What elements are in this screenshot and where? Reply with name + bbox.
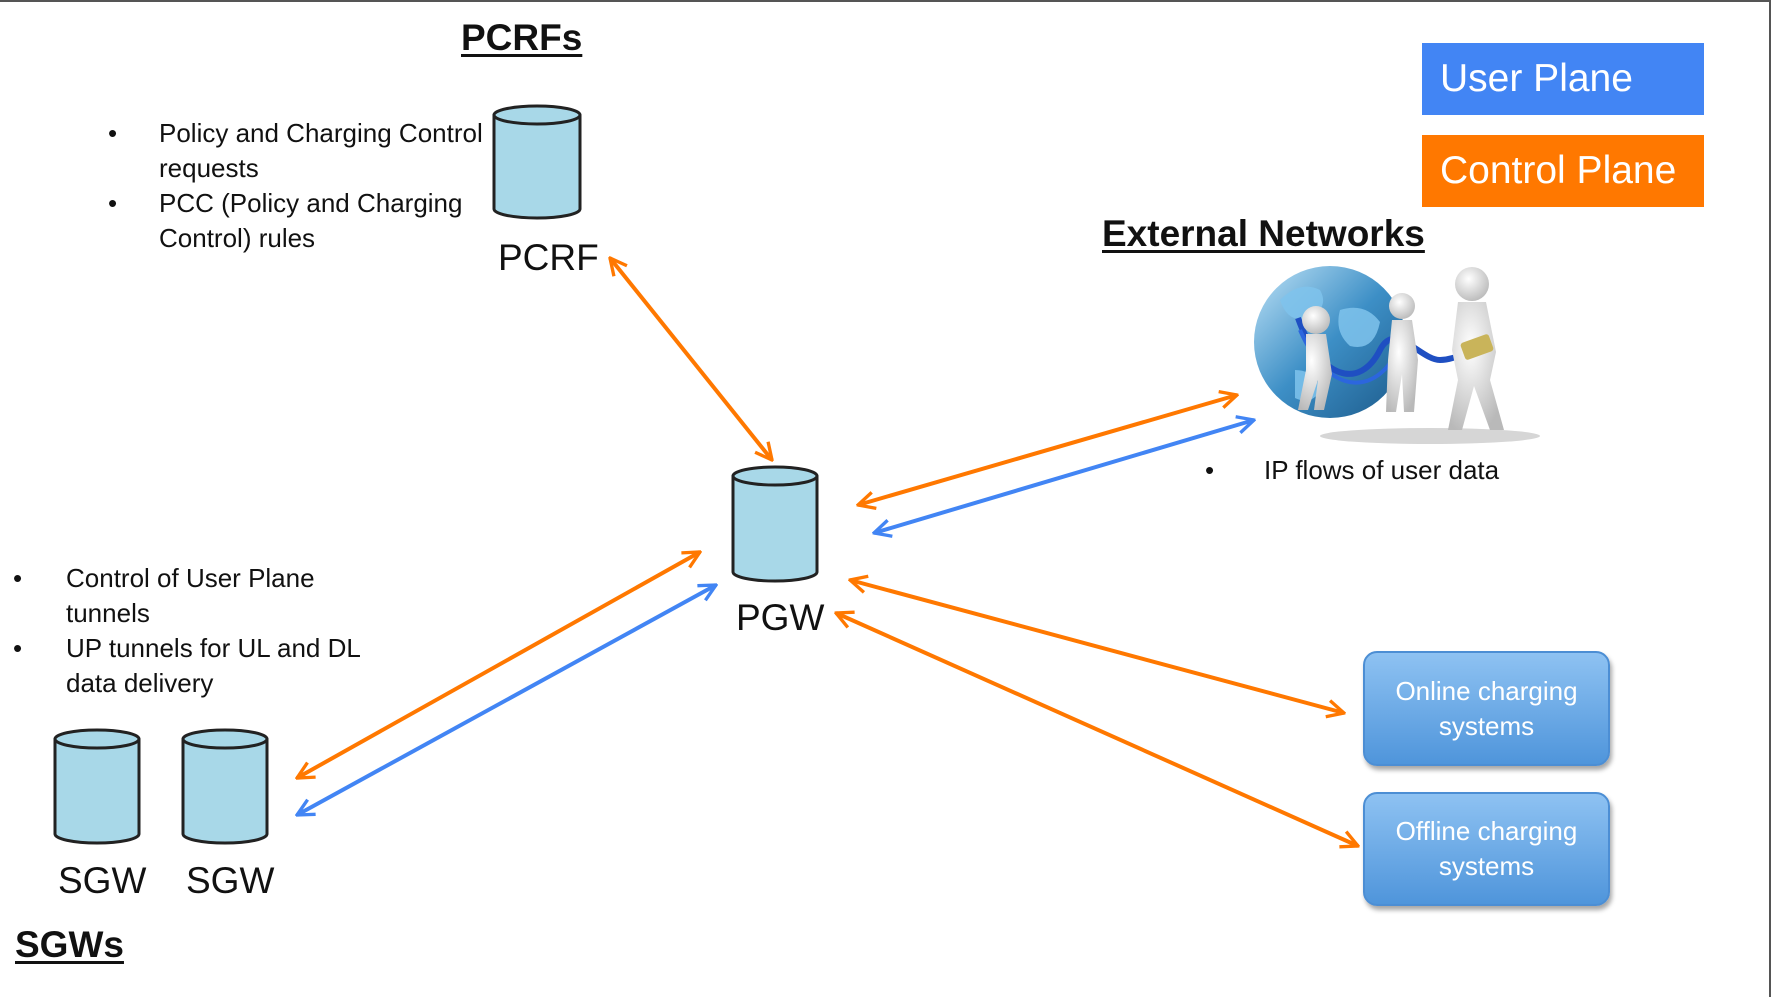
sgws-heading: SGWs <box>15 924 124 965</box>
online-charging-systems-box: Online charging systems <box>1363 651 1610 766</box>
arrow-external-pgw-control <box>858 395 1237 505</box>
arrow-pgw-online-control <box>850 580 1344 713</box>
arrow-external-pgw-user <box>874 420 1254 533</box>
pcrf-label: PCRF <box>498 237 599 278</box>
arrow-sgw-pgw-user <box>297 585 716 815</box>
external-networks-heading: External Networks <box>1102 213 1425 254</box>
pcrf-note-2: PCC (Policy and Charging Control) rules <box>108 186 489 256</box>
sgw-1-label: SGW <box>58 860 147 901</box>
globe-with-people-icon <box>1254 266 1540 444</box>
pcrf-notes: Policy and Charging Control requests PCC… <box>108 116 498 256</box>
sgw-2-label: SGW <box>186 860 275 901</box>
arrow-pgw-offline-control <box>836 613 1358 846</box>
pgw-database-icon <box>731 465 819 583</box>
legend-user-plane: User Plane <box>1422 43 1704 115</box>
sgw-2-database-icon <box>181 728 269 845</box>
sgw-note-1: Control of User Plane tunnels <box>13 561 336 631</box>
sgw-1-database-icon <box>53 728 141 845</box>
arrow-pcrf-pgw-control <box>610 258 772 460</box>
external-notes: IP flows of user data <box>1205 453 1565 488</box>
pcrf-database-icon <box>492 104 582 220</box>
pgw-label: PGW <box>736 597 825 638</box>
pcrf-note-1: Policy and Charging Control requests <box>108 116 498 186</box>
sgw-notes: Control of User Plane tunnels UP tunnels… <box>13 561 373 701</box>
sgw-note-2: UP tunnels for UL and DL data delivery <box>13 631 366 701</box>
external-note-1: IP flows of user data <box>1205 453 1565 488</box>
pcrfs-heading: PCRFs <box>461 17 583 58</box>
offline-charging-systems-box: Offline charging systems <box>1363 792 1610 906</box>
legend-control-plane: Control Plane <box>1422 135 1704 207</box>
